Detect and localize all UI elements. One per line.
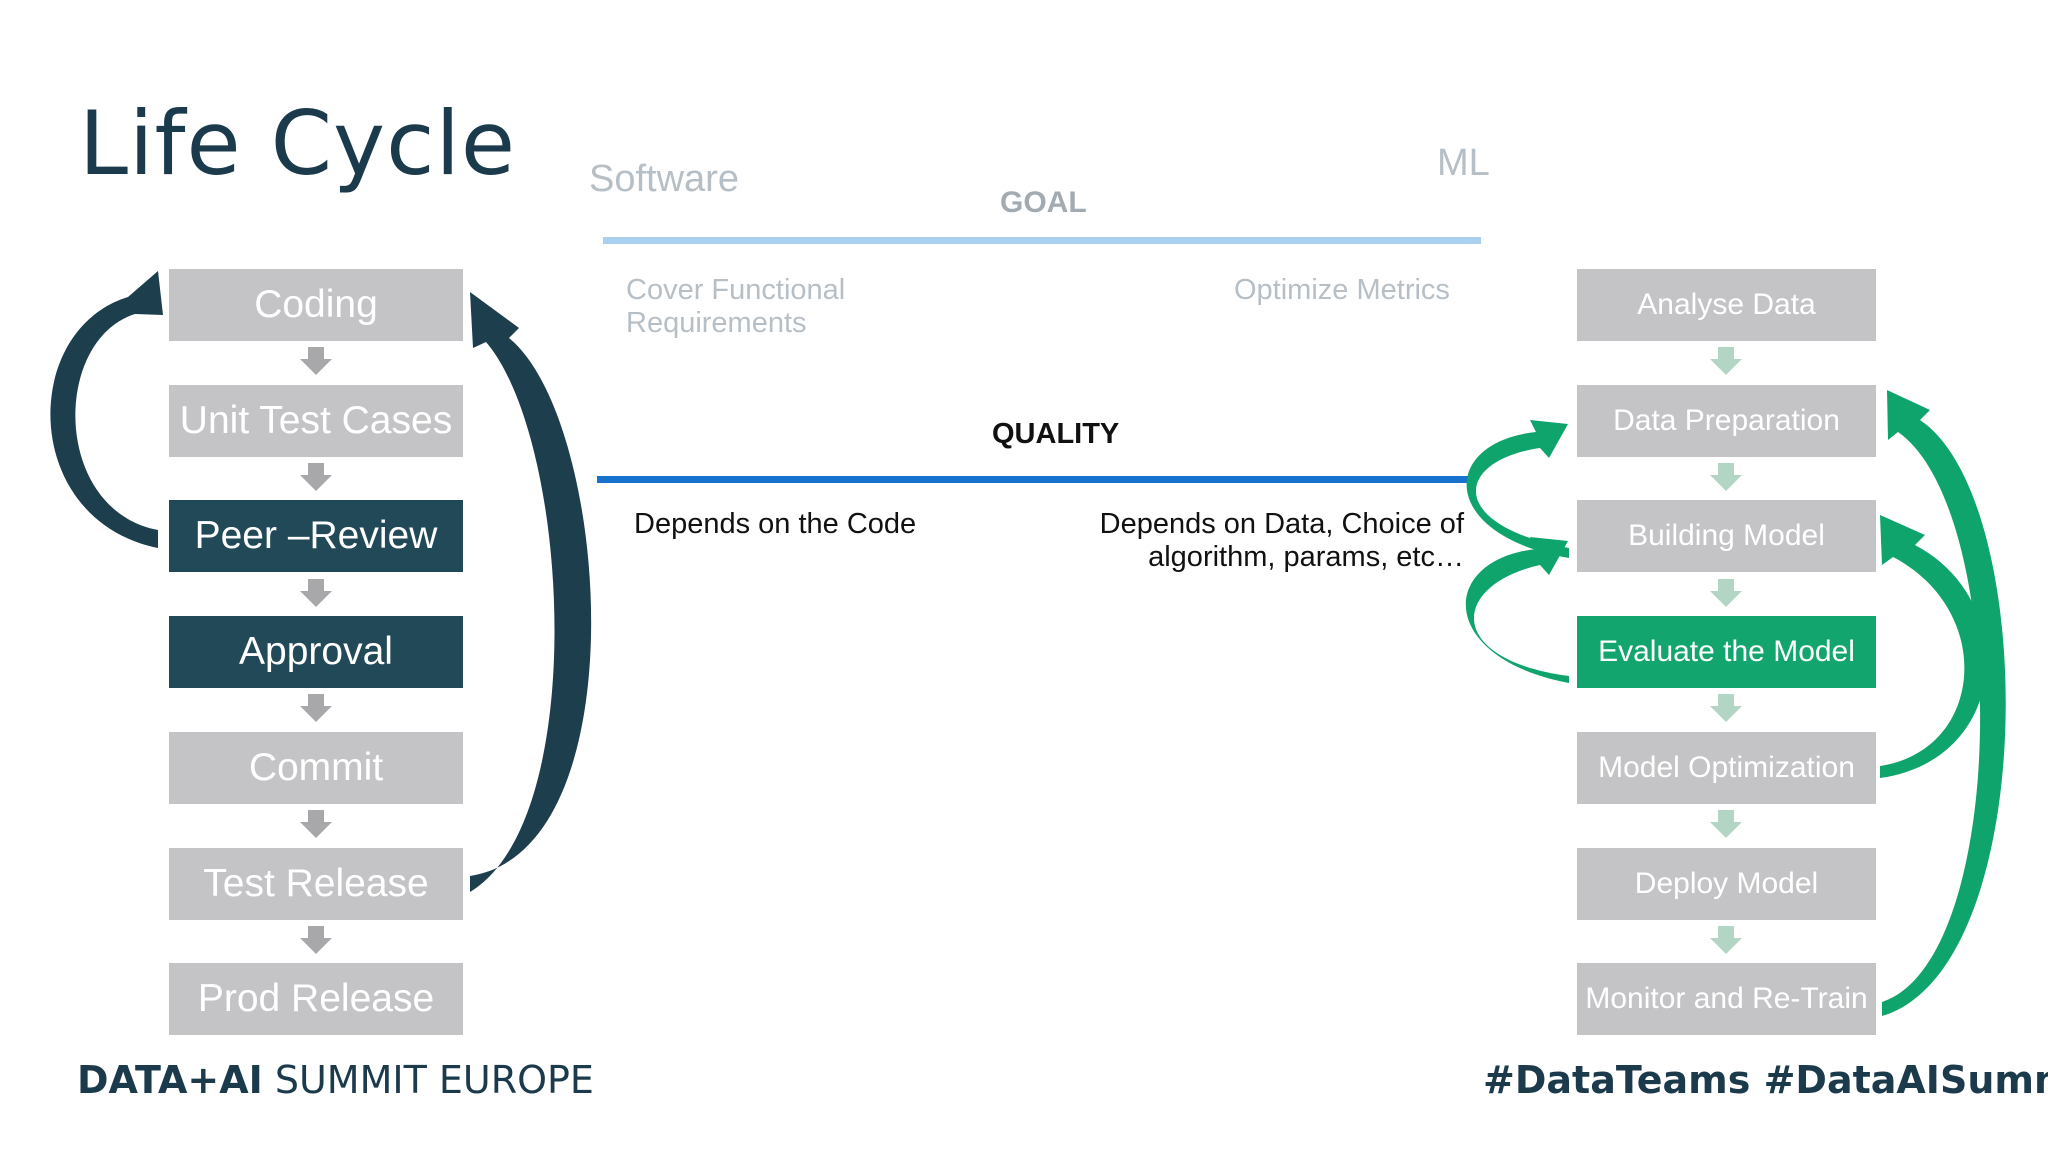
goal-software-line1: Cover Functional xyxy=(626,274,846,306)
ml-step-deploy-model: Deploy Model xyxy=(1577,848,1876,920)
ml-header: ML xyxy=(1437,142,1490,184)
hashtags: #DataTeams #DataAISummit xyxy=(1483,1058,2048,1102)
sw-step-prod-release: Prod Release xyxy=(169,963,463,1035)
loop-arrow-review-to-coding xyxy=(50,271,163,548)
sw-step-unit-test-cases: Unit Test Cases xyxy=(169,385,463,457)
quality-ml-text: Depends on Data, Choice of algorithm, pa… xyxy=(1000,508,1464,574)
event-brand: DATA+AI SUMMIT EUROPE xyxy=(77,1058,594,1102)
event-brand-rest: SUMMIT EUROPE xyxy=(262,1058,594,1102)
software-header: Software xyxy=(589,158,739,200)
ml-step-data-preparation: Data Preparation xyxy=(1577,385,1876,457)
ml-step-monitor-retrain: Monitor and Re-Train xyxy=(1577,963,1876,1035)
sw-step-coding: Coding xyxy=(169,269,463,341)
sw-step-test-release: Test Release xyxy=(169,848,463,920)
quality-software-text: Depends on the Code xyxy=(634,508,917,540)
goal-software-text: Cover Functional Requirements xyxy=(626,274,845,340)
loop-arrow-evaluate-to-building xyxy=(1465,537,1569,683)
quality-ml-line2: algorithm, params, etc… xyxy=(1148,541,1464,573)
sw-step-peer-review: Peer –Review xyxy=(169,500,463,572)
loop-arrow-optimization-to-building xyxy=(1880,515,1987,778)
goal-divider xyxy=(603,237,1481,244)
ml-step-evaluate-model: Evaluate the Model xyxy=(1577,616,1876,688)
ml-step-model-optimization: Model Optimization xyxy=(1577,732,1876,804)
event-brand-bold: DATA+AI xyxy=(77,1058,263,1102)
loop-arrow-building-to-prep xyxy=(1466,420,1569,558)
quality-ml-line1: Depends on Data, Choice of xyxy=(1099,508,1464,540)
loop-arrow-monitor-to-prep xyxy=(1882,390,2006,1016)
quality-label: QUALITY xyxy=(992,418,1120,450)
ml-step-building-model: Building Model xyxy=(1577,500,1876,572)
goal-label: GOAL xyxy=(1000,186,1087,219)
slide-title: Life Cycle xyxy=(79,92,517,195)
goal-software-line2: Requirements xyxy=(626,307,807,339)
sw-step-approval: Approval xyxy=(169,616,463,688)
ml-step-analyse-data: Analyse Data xyxy=(1577,269,1876,341)
goal-ml-text: Optimize Metrics xyxy=(1234,274,1450,306)
quality-divider xyxy=(597,476,1475,483)
loop-arrow-release-to-coding xyxy=(470,292,592,892)
sw-step-commit: Commit xyxy=(169,732,463,804)
